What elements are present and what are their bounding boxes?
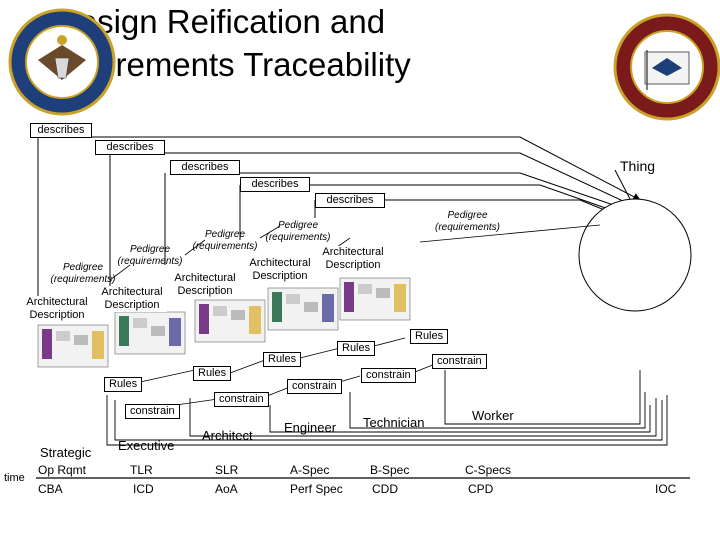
rules-box-1: Rules bbox=[104, 377, 143, 392]
role-strategic: Strategic bbox=[40, 445, 92, 460]
timeline-c-specs: C-Specs bbox=[465, 463, 512, 477]
arch-desc-label-5: Architectural Description bbox=[318, 246, 388, 272]
rules-box-5: Rules bbox=[410, 329, 449, 344]
pedigree-label-5: Pedigree (requirements) bbox=[434, 210, 501, 233]
arch-desc-label-2: Architectural Description bbox=[97, 286, 167, 312]
role-worker: Worker bbox=[472, 408, 514, 423]
rules-box-4: Rules bbox=[337, 341, 376, 356]
timeline-a-spec: A-Spec bbox=[290, 463, 330, 477]
timeline-icd: ICD bbox=[133, 482, 154, 496]
pedigree-label-2: Pedigree (requirements) bbox=[117, 244, 183, 267]
arch-desc-label-4: Architectural Description bbox=[245, 257, 315, 283]
role-technician: Technician bbox=[363, 415, 425, 430]
describes-box-3: describes bbox=[170, 160, 240, 175]
timeline-tlr: TLR bbox=[130, 463, 153, 477]
thing-circle bbox=[578, 198, 692, 312]
arch-desc-label-3: Architectural Description bbox=[170, 272, 240, 298]
role-architect: Architect bbox=[202, 428, 253, 443]
rules-box-2: Rules bbox=[193, 366, 232, 381]
timeline-cpd: CPD bbox=[468, 482, 494, 496]
constrain-box-4: constrain bbox=[361, 368, 416, 383]
pedigree-label-4: Pedigree (requirements) bbox=[265, 220, 331, 243]
role-executive: Executive bbox=[118, 438, 175, 453]
timeline-perf-spec: Perf Spec bbox=[290, 482, 343, 496]
timeline-slr: SLR bbox=[215, 463, 239, 477]
time-label: time bbox=[4, 472, 25, 484]
timeline-op-rqmt: Op Rqmt bbox=[38, 463, 87, 477]
constrain-box-2: constrain bbox=[214, 392, 269, 407]
describes-box-1: describes bbox=[30, 123, 92, 138]
describes-box-5: describes bbox=[315, 193, 385, 208]
thing-label: Thing bbox=[620, 158, 656, 174]
document-thumbnails bbox=[37, 277, 411, 368]
role-engineer: Engineer bbox=[284, 420, 337, 435]
constrain-box-5: constrain bbox=[432, 354, 487, 369]
title-line-1: Design Reification and bbox=[54, 3, 386, 40]
arch-desc-label-1: Architectural Description bbox=[22, 296, 92, 322]
rules-box-3: Rules bbox=[263, 352, 302, 367]
constrain-box-3: constrain bbox=[287, 379, 342, 394]
constrain-box-1: constrain bbox=[125, 404, 180, 419]
timeline-cba: CBA bbox=[38, 482, 63, 496]
pedigree-label-1: Pedigree (requirements) bbox=[50, 262, 116, 285]
describes-box-4: describes bbox=[240, 177, 310, 192]
timeline-aoa: AoA bbox=[215, 482, 238, 496]
timeline-b-spec: B-Spec bbox=[370, 463, 410, 477]
pedigree-label-3: Pedigree (requirements) bbox=[192, 229, 258, 252]
describes-box-2: describes bbox=[95, 140, 165, 155]
timeline-ioc: IOC bbox=[655, 482, 677, 496]
timeline-cdd: CDD bbox=[372, 482, 398, 496]
dod-seal-logo bbox=[8, 8, 116, 116]
disa-seal-logo bbox=[613, 13, 720, 121]
